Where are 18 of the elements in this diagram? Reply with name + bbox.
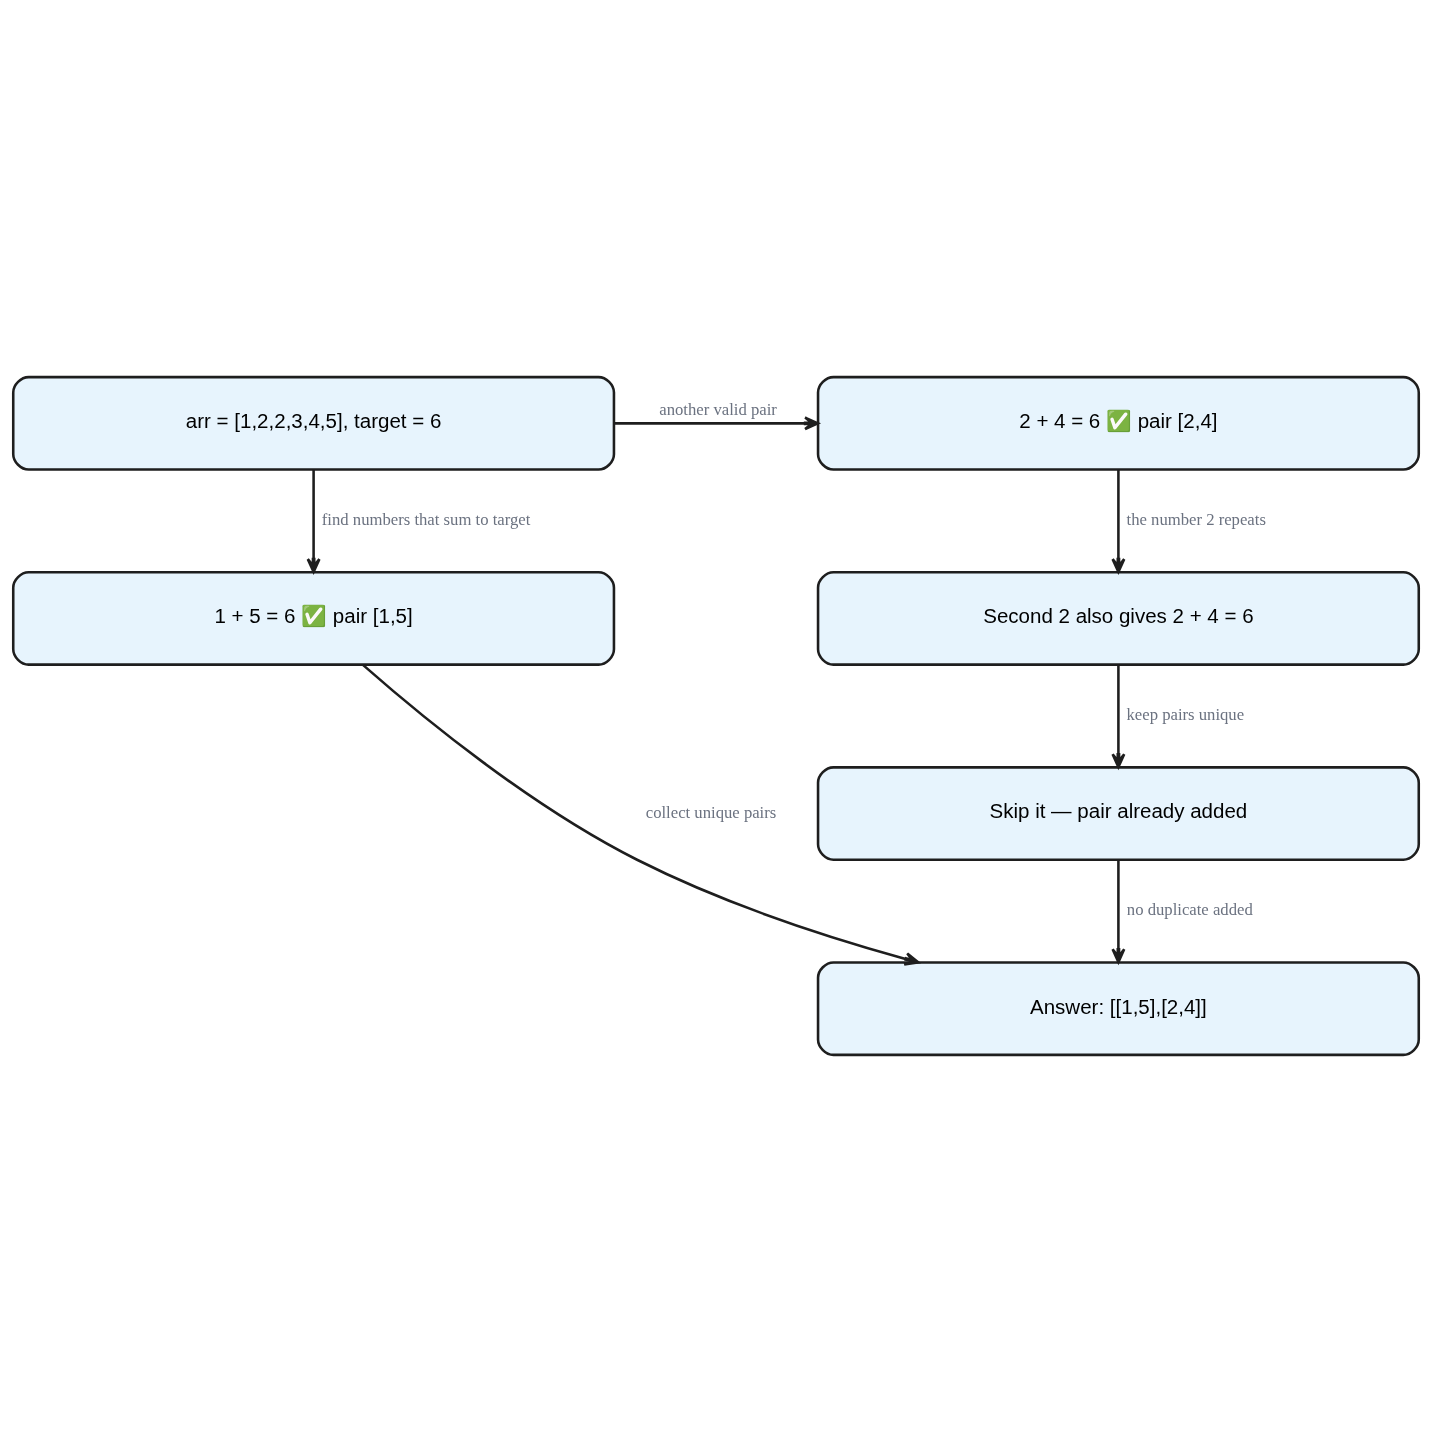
edge-label: find numbers that sum to target bbox=[321, 510, 531, 530]
arrow bbox=[1111, 469, 1126, 574]
arrow bbox=[1111, 664, 1126, 769]
arrow bbox=[1111, 860, 1126, 964]
edge-label: collect unique pairs bbox=[645, 802, 777, 822]
edge-label: another valid pair bbox=[659, 399, 777, 419]
arrow bbox=[306, 469, 321, 574]
node-box: 1 + 5 = 6 ✅ pair [1,5] bbox=[11, 570, 616, 666]
node-box: Second 2 also gives 2 + 4 = 6 bbox=[816, 570, 1421, 666]
edge-label: no duplicate added bbox=[1126, 900, 1253, 920]
edge-label: keep pairs unique bbox=[1126, 705, 1245, 725]
node-box: arr = [1,2,2,3,4,5], target = 6 bbox=[11, 375, 616, 471]
arrow bbox=[614, 416, 820, 431]
node-box: 2 + 4 = 6 ✅ pair [2,4] bbox=[816, 375, 1421, 471]
node-box: Skip it — pair already added bbox=[816, 766, 1421, 862]
edge-label: the number 2 repeats bbox=[1126, 510, 1266, 530]
arrow bbox=[362, 664, 920, 966]
node-box: Answer: [[1,5],[2,4]] bbox=[816, 961, 1421, 1057]
